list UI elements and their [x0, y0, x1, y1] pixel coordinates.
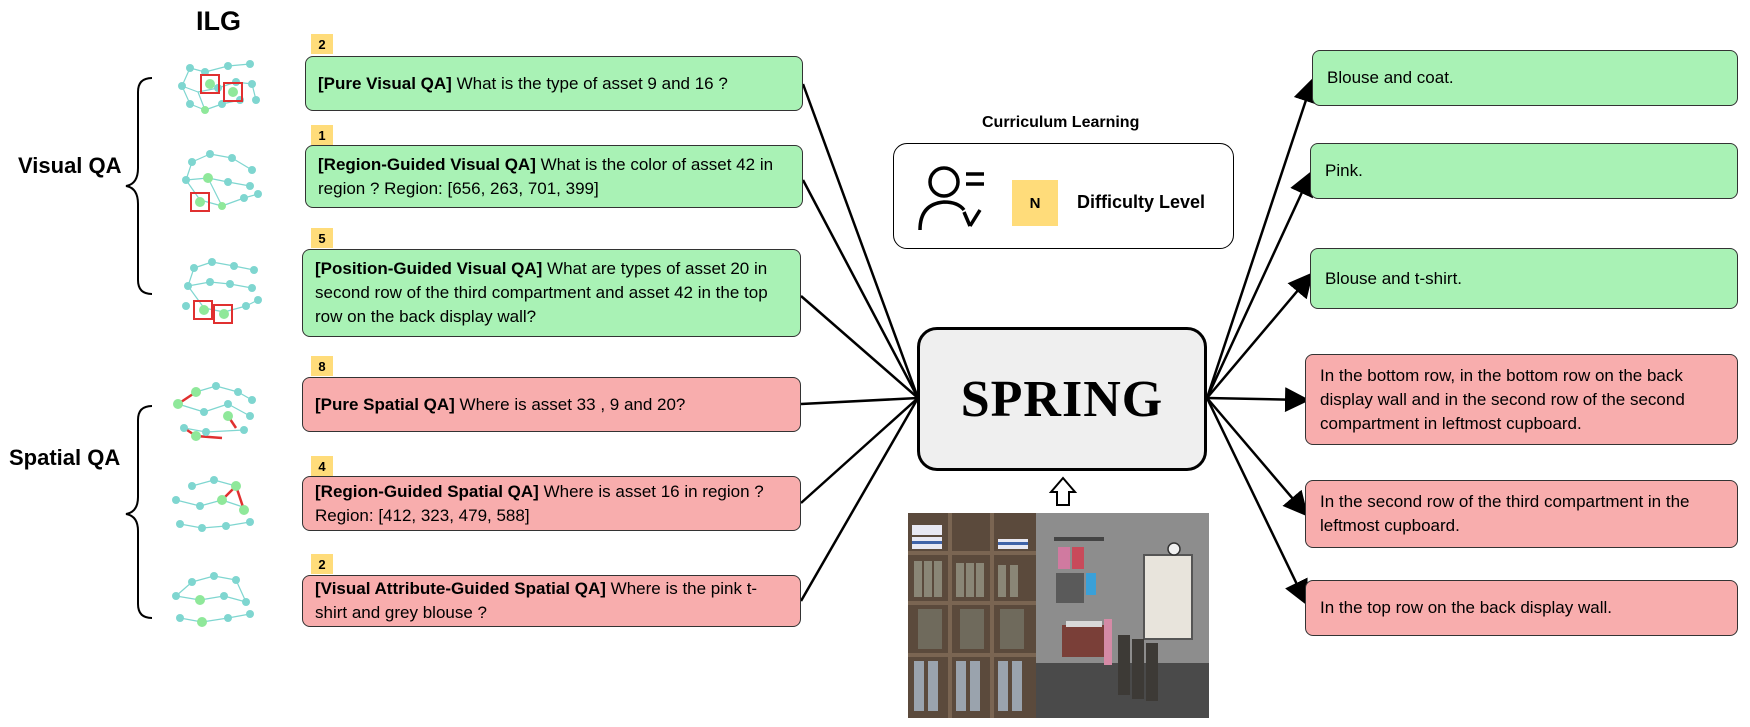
question-pure-visual: [Pure Visual QA] What is the type of ass…	[305, 56, 803, 111]
visual-brace	[125, 77, 153, 295]
curriculum-title: Curriculum Learning	[982, 114, 1140, 131]
answer-text: In the bottom row, in the bottom row on …	[1320, 365, 1685, 433]
question-pure-spatial: [Pure Spatial QA] Where is asset 33 , 9 …	[302, 377, 801, 432]
learner-icon	[918, 166, 984, 231]
question-tag: [Visual Attribute-Guided Spatial QA]	[315, 579, 606, 598]
answer-text: Pink.	[1325, 161, 1363, 180]
spring-model-box: SPRING	[917, 327, 1207, 471]
answer-box: Blouse and t-shirt.	[1310, 248, 1738, 309]
question-attribute-spatial: [Visual Attribute-Guided Spatial QA] Whe…	[302, 575, 801, 627]
ilg-header: ILG	[196, 6, 241, 36]
question-tag: [Position-Guided Visual QA]	[315, 259, 543, 278]
difficulty-n-badge: N	[1012, 180, 1058, 226]
difficulty-badge: 2	[311, 34, 333, 54]
question-region-visual: [Region-Guided Visual QA] What is the co…	[305, 145, 803, 208]
question-text: What is the color of asset 42 in region …	[318, 154, 774, 198]
answer-box: Blouse and coat.	[1312, 50, 1738, 106]
answer-box: Pink.	[1310, 143, 1738, 199]
difficulty-badge: 2	[311, 554, 333, 574]
visual-qa-label: Visual QA	[18, 153, 122, 178]
store-scene-image	[908, 513, 1209, 718]
question-text: Where is asset 16 in region ? Region: [4…	[315, 481, 764, 525]
answer-text: Blouse and t-shirt.	[1325, 268, 1463, 288]
graph-icon-5	[172, 476, 254, 532]
answer-text: In the second row of the third compartme…	[1320, 492, 1690, 535]
question-tag: [Region-Guided Spatial QA]	[315, 481, 539, 501]
question-tag: [Region-Guided Visual QA]	[318, 154, 536, 174]
question-text: What are types of asset 20 in second row…	[315, 259, 768, 326]
difficulty-badge: 5	[311, 228, 333, 248]
curriculum-box: N Difficulty Level	[893, 143, 1234, 249]
spatial-qa-label: Spatial QA	[9, 445, 121, 470]
answer-text: Blouse and coat.	[1327, 68, 1454, 87]
question-connectors	[799, 83, 920, 602]
question-tag: [Pure Spatial QA]	[315, 394, 455, 414]
spring-label: SPRING	[960, 370, 1164, 428]
question-text: What is the type of asset 9 and 16 ?	[451, 73, 728, 93]
spatial-brace	[125, 405, 153, 619]
answer-arrows	[1205, 77, 1318, 606]
question-region-spatial: [Region-Guided Spatial QA] Where is asse…	[302, 476, 801, 531]
difficulty-level-label: Difficulty Level	[1077, 192, 1206, 212]
difficulty-badge: 1	[311, 125, 333, 145]
question-text: Where is asset 33 , 9 and 20?	[454, 394, 686, 414]
graph-icon-1	[178, 60, 260, 114]
question-tag: [Pure Visual QA]	[318, 73, 452, 93]
graph-icon-4	[173, 382, 256, 441]
up-arrow-icon	[1048, 476, 1078, 506]
graph-icon-3	[182, 258, 262, 324]
question-text: Where is the pink t-shirt and grey blous…	[315, 579, 758, 622]
answer-text: In the top row on the back display wall.	[1320, 598, 1612, 617]
answer-box: In the top row on the back display wall.	[1305, 580, 1738, 636]
answer-box: In the bottom row, in the bottom row on …	[1305, 354, 1738, 445]
difficulty-badge: 4	[311, 456, 333, 476]
answer-box: In the second row of the third compartme…	[1305, 480, 1738, 548]
difficulty-badge: 8	[311, 356, 333, 376]
question-position-visual: [Position-Guided Visual QA] What are typ…	[302, 249, 801, 337]
graph-icon-6	[172, 572, 254, 627]
graph-icon-2	[182, 150, 262, 212]
